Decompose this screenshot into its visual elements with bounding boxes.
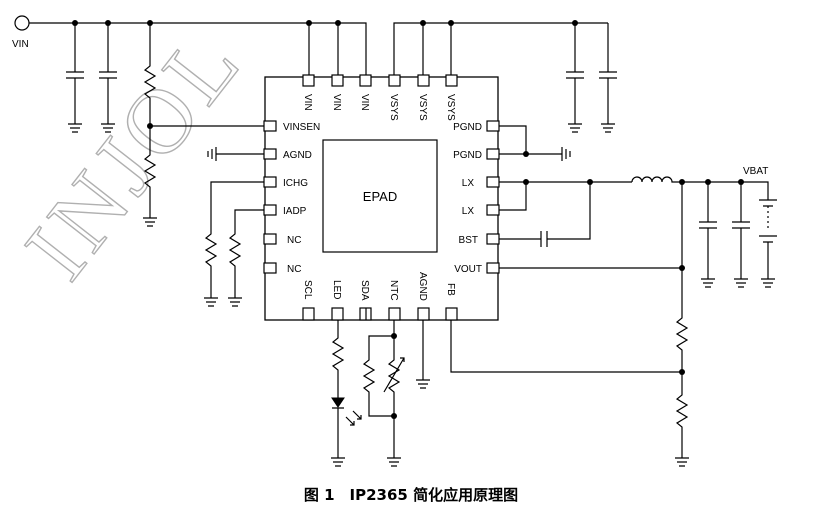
pin-pad-top-4 [388,74,401,87]
pin-pad-top-1 [302,74,315,87]
vinsen-divider [143,23,264,227]
input-capacitor-2 [99,23,117,133]
left-side-circuit [204,147,264,307]
vsys-capacitor-2 [599,23,617,133]
input-capacitor-1 [66,23,84,133]
pin-pad-left-2 [263,148,277,160]
pin-label-top-5: VSYS [417,94,428,121]
pin-pad-left-6 [263,262,277,274]
pin-pad-left-1 [263,120,277,132]
pin-pad-right-1 [486,120,500,132]
pin-label-right-4: LX [462,206,475,217]
pin-pad-bottom-1 [302,307,315,321]
ic-package: EPAD VIN VIN VIN VSYS VSYS VSYS VINSEN A… [263,74,500,321]
pin-pad-top-5 [417,74,430,87]
pin-pad-right-6 [486,262,500,274]
pin-pad-top-2 [331,74,344,87]
pin-label-top-3: VIN [359,94,370,111]
pin-label-bottom-4: NTC [388,280,399,301]
pin-label-bottom-3: SDA [359,280,370,301]
pin-pad-right-3 [486,176,500,188]
pin-label-top-6: VSYS [445,94,456,121]
pin-pad-right-5 [486,233,500,245]
pin-label-left-5: NC [287,235,301,246]
schematic-diagram: INJOL EPAD VIN VIN VIN VSYS VSYS VSYS VI… [5,9,777,467]
pin-label-right-1: PGND [453,122,482,133]
vsys-capacitor-1 [566,23,584,133]
pin-pad-left-5 [263,233,277,245]
vsys-net [393,20,617,133]
vin-net-label: VIN [12,39,29,50]
pin-label-top-2: VIN [331,94,342,111]
pin-label-left-2: AGND [283,150,312,161]
output-capacitor-1 [699,182,717,288]
epad [322,139,438,253]
pin-pad-bottom-2 [331,307,344,321]
pin-pad-bottom-4 [388,307,401,321]
pin-label-top-1: VIN [302,94,313,111]
pin-label-left-1: VINSEN [283,122,320,133]
vin-net: VIN [12,15,367,227]
pin-label-left-6: NC [287,264,301,275]
pin-pad-bottom-5 [417,307,430,321]
output-capacitor-2 [732,182,750,288]
pin-label-right-6: VOUT [454,264,482,275]
bottom-side-circuit [331,308,682,467]
pin-pad-top-6 [445,74,458,87]
pin-pad-right-2 [486,148,500,160]
pin-pad-top-3 [359,74,372,87]
pin-label-bottom-1: SCL [302,280,313,300]
pin-label-right-2: PGND [453,150,482,161]
led-symbol [331,397,345,408]
vin-terminal [14,15,30,31]
battery-symbol [759,199,777,288]
vbat-net-label: VBAT [743,166,768,177]
pin-pad-bottom-6 [445,307,458,321]
pin-label-right-5: BST [459,235,478,246]
epad-label: EPAD [363,189,397,204]
figure-caption: 图 1 IP2365 简化应用原理图 [303,486,519,504]
pin-label-left-3: ICHG [283,178,308,189]
right-side-circuit: VBAT [499,125,777,467]
pin-label-bottom-2: LED [331,280,342,299]
pin-label-left-4: IADP [283,206,307,217]
pin-pad-left-4 [263,204,277,216]
pin-label-bottom-6: FB [445,283,456,296]
pin-label-top-4: VSYS [388,94,399,121]
pin-pad-left-3 [263,176,277,188]
inductor [631,176,741,183]
pin-pad-right-4 [486,204,500,216]
pin-label-right-3: LX [462,178,475,189]
pin-label-bottom-5: AGND [417,272,428,301]
